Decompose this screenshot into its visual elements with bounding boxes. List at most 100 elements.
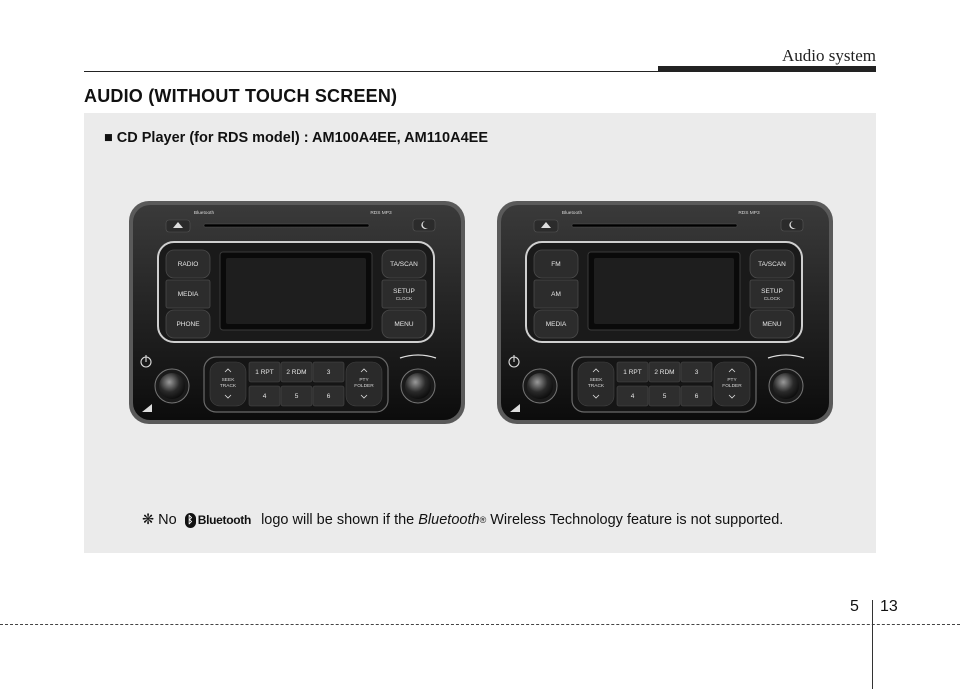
- preset-button[interactable]: [680, 385, 713, 407]
- preset-button[interactable]: [312, 385, 345, 407]
- bluetooth-logo-word: Bluetooth: [197, 513, 252, 528]
- left-function-label: AM: [551, 291, 561, 298]
- rds-mp3-badge: RDS MP3: [370, 210, 392, 216]
- pty-down-icon: [360, 394, 368, 399]
- seek-up-icon: [224, 368, 232, 373]
- seek-down-icon: [224, 394, 232, 399]
- header-rule-thick: [658, 66, 876, 72]
- page-divider: [872, 600, 873, 689]
- right-function-label: MENU: [762, 321, 781, 328]
- pty-folder-button[interactable]: [345, 361, 383, 407]
- right-function-button[interactable]: [749, 249, 795, 279]
- page-number: 13: [880, 598, 898, 615]
- footnote-prefix: ❋ No: [142, 512, 177, 529]
- right-function-label: TA/SCAN: [758, 261, 786, 268]
- footnote-italic: Bluetooth: [418, 512, 480, 529]
- night-mode-button[interactable]: [780, 218, 804, 232]
- figure-subheading: ■ CD Player (for RDS model) : AM100A4EE,…: [104, 130, 488, 146]
- preset-button[interactable]: [680, 361, 713, 383]
- preset-button[interactable]: [248, 385, 281, 407]
- left-function-label: MEDIA: [546, 321, 567, 328]
- eject-icon: [173, 222, 183, 228]
- pty-folder-button[interactable]: [713, 361, 751, 407]
- seek-track-button[interactable]: [209, 361, 247, 407]
- preset-label: 5: [295, 393, 299, 400]
- pty-label: PTY: [359, 377, 369, 383]
- volume-icon: [510, 404, 520, 412]
- left-function-button[interactable]: [165, 279, 211, 309]
- rds-mp3-badge: RDS MP3: [738, 210, 760, 216]
- display-glass: [594, 258, 734, 324]
- tune-knob[interactable]: [773, 373, 799, 399]
- left-function-label: MEDIA: [178, 291, 199, 298]
- right-function-label: SETUP: [393, 288, 415, 295]
- setup-clock-sublabel: CLOCK: [396, 296, 413, 302]
- tune-knob[interactable]: [405, 373, 431, 399]
- preset-button[interactable]: [616, 361, 649, 383]
- right-function-button[interactable]: [381, 249, 427, 279]
- preset-label: 2 RDM: [654, 369, 674, 376]
- preset-label: 3: [695, 369, 699, 376]
- volume-knob[interactable]: [527, 373, 553, 399]
- preset-button[interactable]: [648, 361, 681, 383]
- right-function-button[interactable]: [749, 279, 795, 309]
- preset-label: 4: [631, 393, 635, 400]
- cd-slot: [203, 223, 370, 228]
- preset-button[interactable]: [248, 361, 281, 383]
- tune-arc-icon: [767, 354, 805, 359]
- moon-icon: [789, 221, 796, 229]
- left-function-label: PHONE: [176, 321, 200, 328]
- preset-label: 1 RPT: [623, 369, 641, 376]
- right-function-button[interactable]: [381, 309, 427, 339]
- setup-clock-sublabel: CLOCK: [764, 296, 781, 302]
- footer-rule: [0, 624, 960, 625]
- display-glass: [226, 258, 366, 324]
- pty-down-icon: [728, 394, 736, 399]
- preset-button[interactable]: [280, 385, 313, 407]
- preset-label: 6: [327, 393, 331, 400]
- seek-track-button[interactable]: [577, 361, 615, 407]
- preset-button[interactable]: [280, 361, 313, 383]
- pty-label: PTY: [727, 377, 737, 383]
- right-function-label: MENU: [394, 321, 413, 328]
- preset-label: 6: [695, 393, 699, 400]
- night-mode-button[interactable]: [412, 218, 436, 232]
- unit-bluetooth-logo: Bluetooth: [194, 210, 215, 216]
- bluetooth-rune-icon: ᛒ: [184, 512, 196, 528]
- registered-mark: ®: [479, 515, 487, 526]
- left-function-button[interactable]: [533, 279, 579, 309]
- preset-button[interactable]: [648, 385, 681, 407]
- right-function-button[interactable]: [381, 279, 427, 309]
- left-function-button[interactable]: [533, 249, 579, 279]
- header-rule-thin: [84, 71, 876, 72]
- preset-label: 1 RPT: [255, 369, 273, 376]
- volume-icon: [142, 404, 152, 412]
- preset-label: 5: [663, 393, 667, 400]
- track-label: TRACK: [588, 383, 605, 389]
- folder-label: FOLDER: [722, 383, 742, 389]
- folder-label: FOLDER: [354, 383, 374, 389]
- tune-arc-icon: [399, 354, 437, 359]
- seek-up-icon: [592, 368, 600, 373]
- left-function-button[interactable]: [533, 309, 579, 339]
- preset-button[interactable]: [312, 361, 345, 383]
- right-function-button[interactable]: [749, 309, 795, 339]
- seek-label: SEEK: [590, 377, 604, 383]
- section-title: Audio system: [782, 46, 876, 65]
- preset-label: 3: [327, 369, 331, 376]
- preset-label: 4: [263, 393, 267, 400]
- page-heading: AUDIO (WITHOUT TOUCH SCREEN): [84, 86, 398, 106]
- footnote-middle: logo will be shown if the: [261, 512, 415, 529]
- preset-button[interactable]: [616, 385, 649, 407]
- left-function-button[interactable]: [165, 249, 211, 279]
- track-label: TRACK: [220, 383, 237, 389]
- left-function-button[interactable]: [165, 309, 211, 339]
- volume-knob[interactable]: [159, 373, 185, 399]
- moon-icon: [421, 221, 428, 229]
